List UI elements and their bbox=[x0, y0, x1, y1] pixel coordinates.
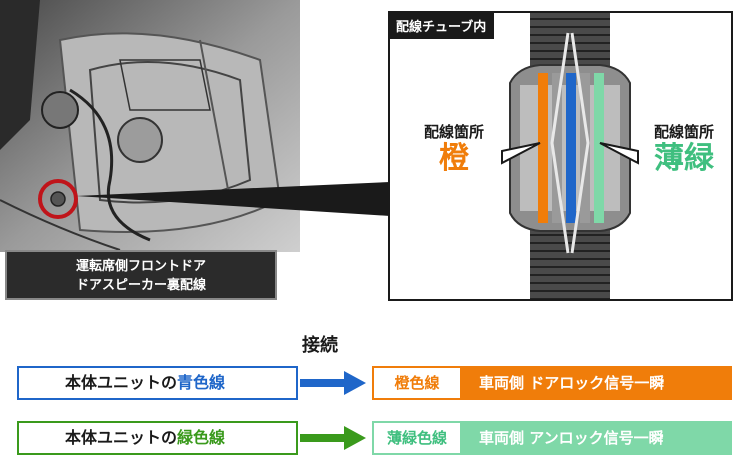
vehicle-light-green-wire-box: 薄緑色線 車両側 アンロック信号一瞬 bbox=[372, 421, 732, 455]
caption-line-1: 運転席側フロントドア bbox=[75, 259, 206, 274]
blue-wire bbox=[566, 73, 576, 223]
unit-blue-wire-box: 本体ユニットの青色線 bbox=[17, 366, 298, 400]
unit-green-wire-box: 本体ユニットの緑色線 bbox=[17, 421, 298, 455]
unit-prefix: 本体ユニットの bbox=[65, 373, 178, 392]
highlight-circle bbox=[38, 179, 78, 219]
left-location-color: 橙 bbox=[439, 141, 469, 176]
orange-wire bbox=[538, 73, 548, 223]
right-location-label: 配線箇所 薄緑 bbox=[636, 121, 731, 176]
caption-line-2: ドアスピーカー裏配線 bbox=[75, 278, 206, 293]
unit-prefix: 本体ユニットの bbox=[65, 428, 178, 447]
left-location-heading: 配線箇所 bbox=[423, 123, 484, 141]
inset-title: 配線チューブ内 bbox=[390, 13, 495, 39]
wiring-tube-inset: 配線チューブ内 配線箇所 橙 配線箇所 薄緑 bbox=[388, 11, 733, 301]
right-location-color: 薄緑 bbox=[654, 141, 714, 176]
connection-title: 接続 bbox=[302, 335, 338, 356]
light-green-wire bbox=[594, 73, 604, 223]
arrow-right-icon bbox=[300, 426, 366, 450]
vehicle-wire-description: 車両側 アンロック信号一瞬 bbox=[479, 429, 664, 447]
arrow-right-icon bbox=[300, 371, 366, 395]
vehicle-wire-name: 橙色線 bbox=[374, 368, 460, 398]
wiring-tube-illustration bbox=[501, 13, 639, 299]
vehicle-wire-name: 薄緑色線 bbox=[374, 423, 460, 453]
photo-caption: 運転席側フロントドア ドアスピーカー裏配線 bbox=[5, 250, 277, 300]
vehicle-wire-description: 車両側 ドアロック信号一瞬 bbox=[479, 374, 665, 392]
door-interior-photo bbox=[0, 0, 300, 252]
door-panel-illustration bbox=[0, 0, 300, 252]
right-location-heading: 配線箇所 bbox=[653, 123, 714, 141]
unit-wire-color: 緑色線 bbox=[177, 428, 226, 447]
left-location-label: 配線箇所 橙 bbox=[408, 121, 500, 176]
vehicle-orange-wire-box: 橙色線 車両側 ドアロック信号一瞬 bbox=[372, 366, 732, 400]
unit-wire-color: 青色線 bbox=[177, 373, 226, 392]
